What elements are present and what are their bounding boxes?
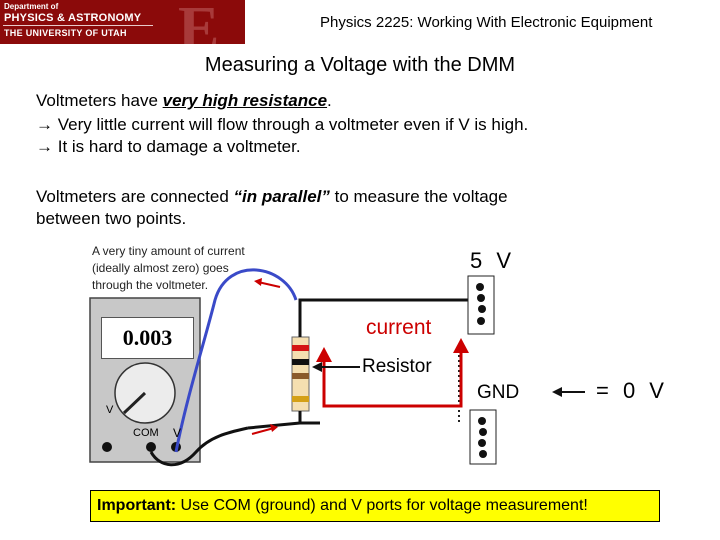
line1-emphasis: very high resistance	[162, 91, 328, 110]
resistor-band-2	[292, 359, 309, 365]
important-label: Important:	[97, 497, 177, 514]
terminal-hole-icon	[479, 450, 487, 458]
port-v-label: V	[173, 426, 182, 440]
body-line-4: Voltmeters are connected “in parallel” t…	[36, 186, 508, 208]
terminal-hole-icon	[478, 417, 486, 425]
tiny-current-arrowhead	[254, 278, 262, 286]
com-probe-wire	[149, 426, 249, 467]
ground-label: GND	[477, 382, 520, 403]
terminal-hole-icon	[479, 428, 487, 436]
logo-physics-line: PHYSICS & ASTRONOMY	[4, 12, 142, 24]
university-logo: Department of PHYSICS & ASTRONOMY THE UN…	[0, 0, 245, 44]
meter-dial-label: V	[106, 404, 114, 416]
line4-text: Voltmeters are connected	[36, 187, 234, 206]
course-title: Physics 2225: Working With Electronic Eq…	[320, 14, 653, 31]
body-line-1: Voltmeters have very high resistance.	[36, 90, 332, 112]
port-a-icon	[102, 442, 112, 452]
logo-divider	[3, 25, 153, 26]
line4-emphasis: “in parallel”	[233, 187, 330, 206]
line1-text: Voltmeters have	[36, 91, 163, 110]
resistor-label: Resistor	[362, 356, 432, 377]
tiny-current-note: A very tiny amount of current (ideally a…	[92, 243, 245, 294]
body-line-3: → It is hard to damage a voltmeter.	[36, 137, 301, 156]
terminal-hole-icon	[478, 439, 486, 447]
terminal-hole-icon	[476, 283, 484, 291]
resistor-top-lead	[298, 298, 478, 337]
body-line-2: → Very little current will flow through …	[36, 115, 529, 134]
meter-display: 0.003	[101, 317, 194, 359]
logo-university-line: THE UNIVERSITY OF UTAH	[4, 28, 127, 38]
tiny-note-line-3: through the voltmeter.	[92, 278, 209, 292]
important-text: Important: Use COM (ground) and V ports …	[97, 497, 588, 515]
slide-heading: Measuring a Voltage with the DMM	[204, 54, 516, 76]
resistor-band-4	[292, 396, 309, 402]
terminal-hole-icon	[477, 317, 485, 325]
port-com-label: COM	[133, 427, 159, 439]
tiny-current-arrow	[257, 281, 281, 288]
resistor-bottom-lead	[298, 411, 320, 425]
current-up-arrowhead	[453, 338, 469, 353]
terminal-hole-icon	[477, 294, 485, 302]
tiny-note-line-2: (ideally almost zero) goes	[92, 261, 229, 275]
supply-voltage-label: 5 V	[470, 248, 516, 273]
logo-letter: E	[178, 0, 220, 44]
line4-tail: to measure the voltage	[329, 187, 508, 206]
ground-voltage-label: = 0 V	[596, 378, 668, 403]
current-resistor-arrowhead	[316, 347, 332, 362]
resistor-band-3	[292, 373, 309, 379]
resistor-band-1	[292, 345, 309, 351]
port-com-icon	[146, 442, 156, 452]
important-callout	[90, 490, 660, 522]
terminal-hole-icon	[478, 305, 486, 313]
current-label: current	[366, 316, 432, 339]
return-current-arrow	[251, 427, 275, 435]
tiny-note-line-1: A very tiny amount of current	[92, 244, 245, 258]
body-line-5: between two points.	[36, 209, 187, 228]
return-current-arrowhead	[270, 424, 278, 432]
logo-department-line: Department of	[4, 2, 59, 11]
gnd-pointer-arrowhead	[552, 387, 562, 397]
dial-pointer	[122, 391, 147, 415]
line1-period: .	[327, 91, 332, 110]
resistor-pointer-arrowhead	[312, 362, 322, 372]
important-message: Use COM (ground) and V ports for voltage…	[176, 497, 588, 514]
v-probe-wire	[174, 268, 298, 453]
